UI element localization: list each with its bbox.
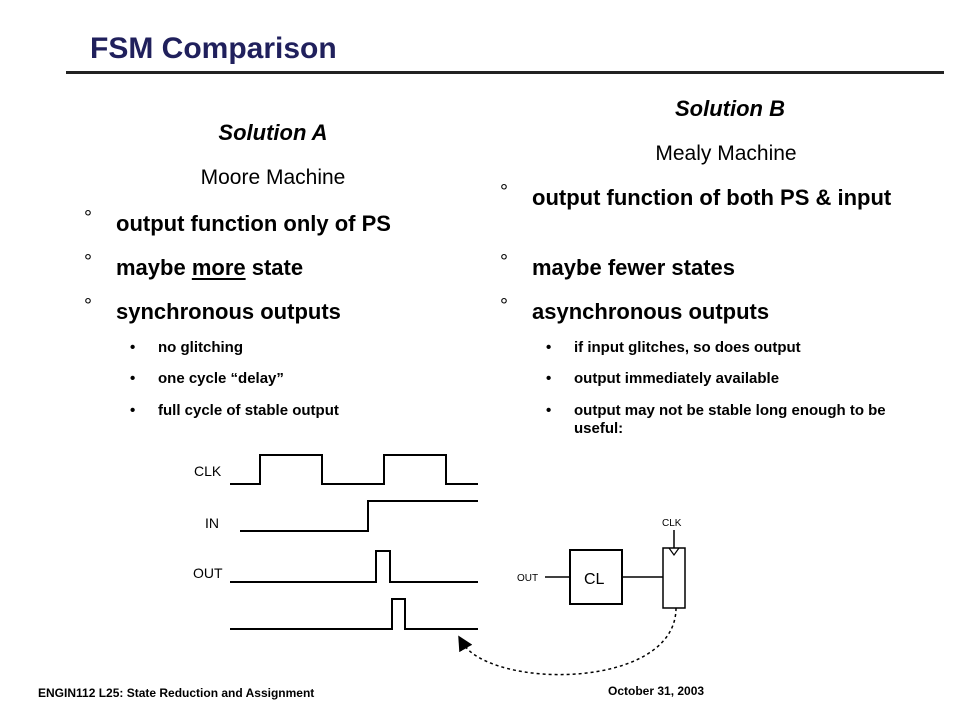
- bullet-text: output function only of PS: [116, 211, 391, 236]
- sub-bullet-text: one cycle “delay”: [158, 370, 284, 387]
- clk-label: CLK: [194, 463, 222, 479]
- solution-b-bullet-2: ° maybe fewer states: [500, 252, 735, 280]
- block-out-label: OUT: [517, 573, 538, 584]
- out-waveform: [230, 550, 478, 583]
- sub-bullet-text: output immediately available: [574, 370, 780, 387]
- bullet-mark: °: [500, 251, 508, 273]
- title-divider: [66, 71, 944, 74]
- bullet-text: synchronous outputs: [116, 299, 341, 324]
- solution-b-bullet-1: ° output function of both PS & input: [500, 182, 912, 210]
- sub-bullet-text: full cycle of stable output: [158, 402, 339, 419]
- solution-b-subheading: Mealy Machine: [655, 142, 797, 165]
- bullet-text-post: state: [245, 255, 304, 280]
- solution-a-sub-bullet-3: • full cycle of stable output: [130, 402, 339, 419]
- solution-a-bullet-2: ° maybe more state: [84, 252, 304, 280]
- block-clk-label: CLK: [662, 518, 682, 529]
- bullet-text-pre: maybe: [116, 255, 192, 280]
- solution-b-sub-bullet-1: • if input glitches, so does output: [546, 339, 801, 356]
- sub-bullet-text: output may not be stable long enough to …: [574, 402, 886, 437]
- clock-edge-marker: [668, 547, 680, 557]
- solution-a-subheading: Moore Machine: [200, 166, 346, 189]
- solution-b-sub-bullet-3: • output may not be stable long enough t…: [546, 402, 886, 437]
- bullet-text-emphasis: more: [191, 255, 246, 280]
- bullet-mark: °: [500, 295, 508, 317]
- solution-b-bullet-3: ° asynchronous outputs: [500, 296, 770, 324]
- sub-bullet-text: no glitching: [158, 339, 243, 356]
- bullet-mark: °: [84, 295, 92, 317]
- bullet-mark: °: [500, 181, 508, 203]
- registered-output-waveform: [230, 598, 478, 630]
- bullet-text: maybe fewer states: [532, 255, 735, 280]
- cl-label: CL: [584, 571, 605, 588]
- slide-title: FSM Comparison: [90, 32, 337, 65]
- solution-b-sub-bullet-2: • output immediately available: [546, 370, 780, 387]
- bullet-text: output function of both PS & input: [532, 185, 892, 210]
- bullet-text: asynchronous outputs: [532, 299, 770, 324]
- bullet-mark: °: [84, 251, 92, 273]
- out-label: OUT: [193, 565, 223, 581]
- solution-a-sub-bullet-1: • no glitching: [130, 339, 243, 356]
- sub-bullet-text: if input glitches, so does output: [574, 339, 801, 356]
- feedback-arrow: [458, 607, 677, 676]
- solution-a-bullet-3: ° synchronous outputs: [84, 296, 341, 324]
- solution-a-bullet-1: ° output function only of PS: [84, 208, 391, 236]
- clk-waveform: [230, 454, 478, 485]
- solution-a-sub-bullet-2: • one cycle “delay”: [130, 370, 284, 387]
- in-waveform: [240, 500, 478, 532]
- footer-course: ENGIN112 L25: State Reduction and Assign…: [38, 686, 315, 700]
- register-block: [662, 547, 686, 609]
- bullet-mark: °: [84, 207, 92, 229]
- in-label: IN: [205, 515, 219, 531]
- solution-b-heading: Solution B: [675, 96, 785, 121]
- footer-date: October 31, 2003: [608, 684, 705, 698]
- solution-a-heading: Solution A: [218, 120, 328, 145]
